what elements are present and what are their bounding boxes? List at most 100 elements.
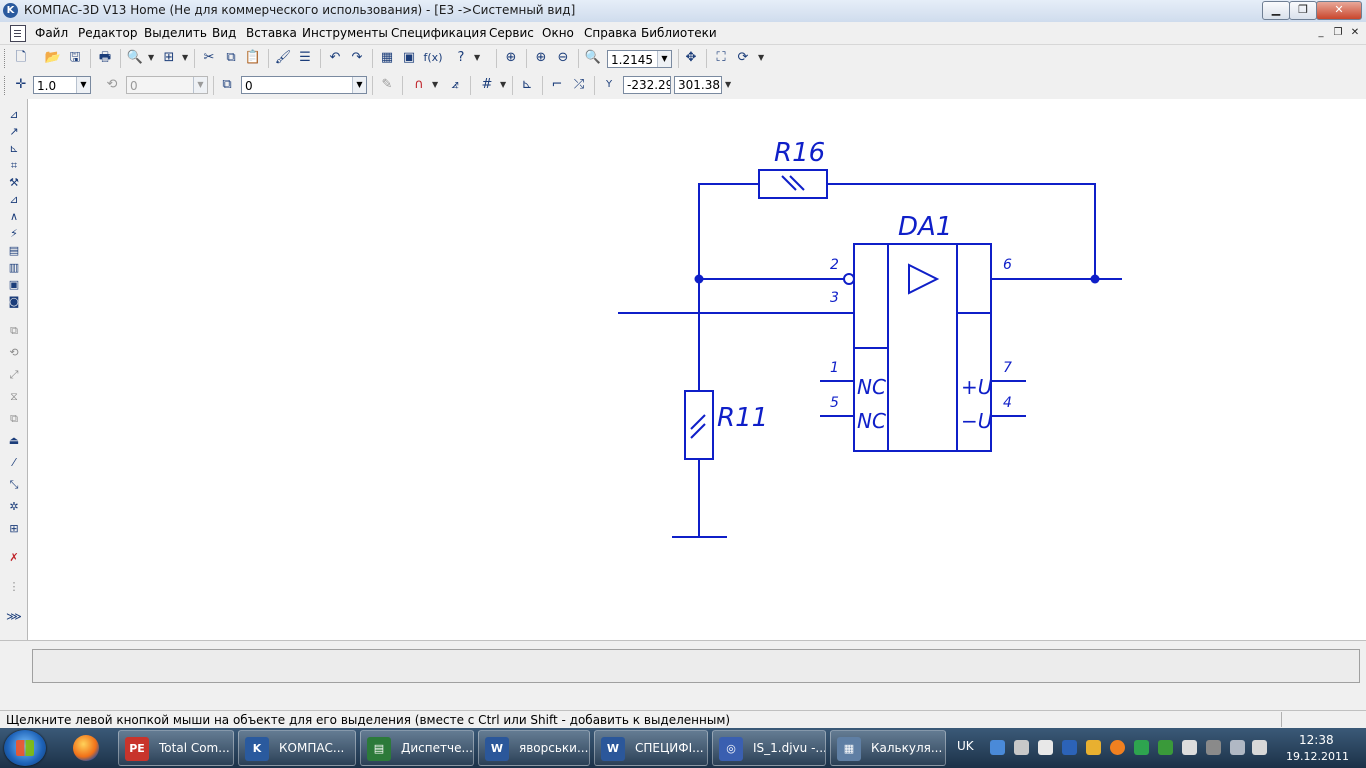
minimize-button[interactable]: ▁	[1262, 1, 1290, 20]
delete-icon[interactable]: ✗	[9, 551, 19, 564]
select-icon[interactable]: ∧	[9, 210, 19, 223]
menu-service[interactable]: Сервис	[489, 26, 534, 40]
start-button[interactable]	[4, 730, 46, 766]
designations-icon[interactable]: ⊾	[9, 142, 19, 155]
menu-view[interactable]: Вид	[212, 26, 237, 40]
print-icon[interactable]: 🖶	[98, 50, 112, 65]
copy-icon[interactable]: ⧉	[226, 50, 236, 65]
dimensions-icon[interactable]: ↗	[9, 125, 19, 138]
layers-icon[interactable]: ⧉	[222, 77, 232, 92]
doc-minimize-button[interactable]: _	[1318, 27, 1324, 38]
maximize-button[interactable]: ❐	[1289, 1, 1317, 20]
menu-select[interactable]: Выделить	[144, 26, 207, 40]
cursor-step-icon[interactable]: ✛	[15, 77, 27, 92]
angle-icon[interactable]: ⟲	[106, 77, 118, 92]
symmetry-icon[interactable]: ⧖	[10, 390, 18, 403]
taskbar-button[interactable]: ▦Калькуля...	[830, 730, 946, 766]
menu-file[interactable]: Файл	[35, 26, 69, 40]
reports-icon[interactable]: ▥	[8, 261, 20, 274]
explode-icon[interactable]: ⋮	[8, 580, 20, 593]
layer-combo[interactable]: 0▼	[241, 76, 367, 94]
step-combo[interactable]: 1.0▼	[33, 76, 91, 94]
tray-monitor-icon[interactable]	[1206, 740, 1221, 755]
clip-icon[interactable]: ⊞	[9, 522, 19, 535]
deform-icon[interactable]: ⏏	[8, 434, 20, 447]
split-icon[interactable]: ✲	[9, 500, 19, 513]
pan-icon[interactable]: ✥	[685, 50, 697, 65]
copy-objects-icon[interactable]: ⧉	[10, 412, 18, 425]
menu-specification[interactable]: Спецификация	[391, 26, 487, 40]
edit-icon[interactable]: ⌗	[10, 159, 18, 172]
library-icon[interactable]: ◙	[8, 295, 20, 308]
clock-time[interactable]: 12:38	[1299, 733, 1334, 747]
drawing-canvas[interactable]: R16 R11 DA1 2 3 1 5 6 7 4 NC NC +U −U	[28, 99, 1366, 638]
magnet-snap-icon[interactable]: ∩	[414, 77, 424, 92]
tray-display-icon[interactable]	[1062, 740, 1077, 755]
rotate-icon[interactable]: ⟲	[9, 346, 19, 359]
taskbar-button[interactable]: ▤Диспетче...	[360, 730, 474, 766]
zoom-out-icon[interactable]: ⊖	[557, 50, 569, 65]
redo-icon[interactable]: ↷	[351, 50, 363, 65]
show-all-icon[interactable]: ⛶	[716, 50, 726, 65]
tray-volume-icon[interactable]	[1252, 740, 1267, 755]
tray-tools-icon[interactable]	[1014, 740, 1029, 755]
parametrization-icon[interactable]: ⚒	[9, 176, 19, 189]
clock-date[interactable]: 19.12.2011	[1286, 750, 1349, 763]
ortho-mode-icon[interactable]: ⌐	[551, 77, 563, 92]
coord-x-field[interactable]: -232.29	[623, 76, 671, 94]
save-icon[interactable]: 🖫	[69, 50, 81, 65]
coord-y-field[interactable]: 301.383	[674, 76, 722, 94]
variables-icon[interactable]: ▦	[380, 50, 394, 65]
library-manager-icon[interactable]: ▣	[402, 50, 416, 65]
insert-icon[interactable]: ▣	[8, 278, 20, 291]
undo-icon[interactable]: ↶	[329, 50, 341, 65]
copy-properties-icon[interactable]: 🖌	[274, 50, 292, 65]
preview-icon[interactable]: 🔍	[126, 50, 144, 65]
tray-clipboard-icon[interactable]	[1038, 740, 1053, 755]
edit-properties-icon[interactable]: ✎	[381, 77, 393, 92]
tray-network-icon[interactable]	[990, 740, 1005, 755]
zoom-window-icon[interactable]: ⊕	[505, 50, 517, 65]
language-indicator[interactable]: UK	[957, 739, 974, 753]
manager-icon[interactable]: ⊞	[163, 50, 175, 65]
refresh-icon[interactable]: ⟳	[737, 50, 749, 65]
paste-icon[interactable]: 📋	[244, 50, 262, 65]
tray-security-icon[interactable]	[1158, 740, 1173, 755]
local-snap-icon[interactable]: ⦨	[451, 77, 459, 92]
tray-power-icon[interactable]	[1086, 740, 1101, 755]
menu-window[interactable]: Окно	[542, 26, 574, 40]
round-off-icon[interactable]: ⤮	[573, 77, 585, 92]
tray-opera-icon[interactable]	[1110, 740, 1125, 755]
zoom-in-icon[interactable]: ⊕	[535, 50, 547, 65]
menu-editor[interactable]: Редактор	[78, 26, 138, 40]
measure-icon[interactable]: ⊿	[9, 193, 19, 206]
more-tools-icon[interactable]: ⋙	[6, 610, 22, 623]
trim-icon[interactable]: ⁄	[13, 456, 15, 469]
tray-battery-icon[interactable]	[1134, 740, 1149, 755]
menu-tools[interactable]: Инструменты	[302, 26, 388, 40]
associative-views-icon[interactable]: ⚡	[10, 227, 18, 240]
tray-flag-icon[interactable]	[1182, 740, 1197, 755]
zoom-scale-icon[interactable]: 🔍	[584, 50, 602, 65]
menu-insert[interactable]: Вставка	[246, 26, 297, 40]
menu-libraries[interactable]: Библиотеки	[641, 26, 717, 40]
move-icon[interactable]: ⧉	[10, 324, 18, 337]
context-help-icon[interactable]: ?	[457, 50, 465, 65]
cut-icon[interactable]: ✂	[203, 50, 215, 65]
property-panel-area[interactable]	[32, 649, 1360, 683]
tray-wifi-icon[interactable]	[1230, 740, 1245, 755]
grid-icon[interactable]: #	[481, 77, 493, 92]
firefox-pinned-icon[interactable]	[66, 732, 106, 764]
scale-icon[interactable]: ⤢	[9, 368, 19, 381]
doc-close-button[interactable]: ✕	[1350, 27, 1360, 38]
toolbar-grip[interactable]	[4, 76, 8, 95]
zoom-combo[interactable]: 1.2145▼	[607, 50, 672, 68]
toolbar-grip[interactable]	[4, 49, 8, 68]
specification-icon[interactable]: ▤	[8, 244, 20, 257]
new-document-icon[interactable]: 🗋	[15, 50, 27, 65]
close-button[interactable]: ✕	[1316, 1, 1362, 20]
